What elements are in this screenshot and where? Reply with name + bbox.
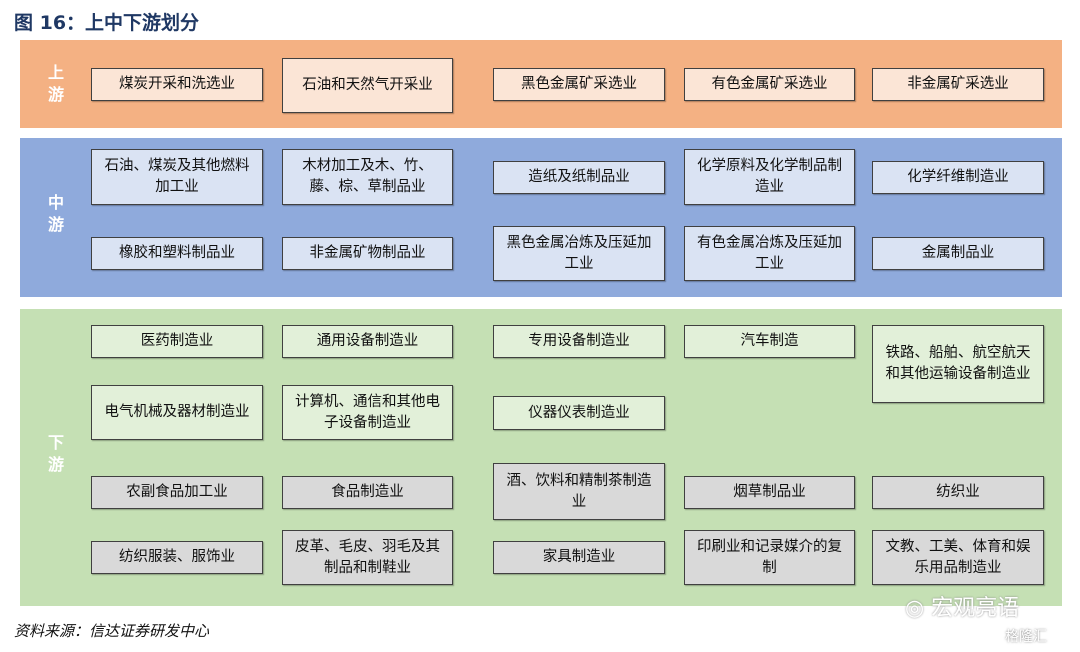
industry-box: 橡胶和塑料制品业 bbox=[91, 237, 263, 270]
industry-box: 通用设备制造业 bbox=[282, 325, 453, 358]
industry-box: 石油和天然气开采业 bbox=[282, 58, 453, 113]
industry-box: 仪器仪表制造业 bbox=[493, 396, 665, 430]
industry-box: 计算机、通信和其他电子设备制造业 bbox=[282, 385, 453, 440]
industry-box: 非金属矿物制品业 bbox=[282, 237, 453, 270]
industry-box: 汽车制造 bbox=[684, 325, 855, 358]
watermark-logo: 格隆汇 bbox=[1005, 629, 1047, 645]
wechat-icon: ◎ bbox=[905, 596, 932, 621]
industry-box: 文教、工美、体育和娱乐用品制造业 bbox=[872, 530, 1044, 585]
industry-box: 金属制品业 bbox=[872, 237, 1044, 270]
industry-box: 煤炭开采和洗选业 bbox=[91, 68, 263, 101]
industry-box: 印刷业和记录媒介的复制 bbox=[684, 530, 855, 585]
industry-box: 化学纤维制造业 bbox=[872, 161, 1044, 194]
industry-box: 家具制造业 bbox=[493, 541, 665, 574]
industry-box: 电气机械及器材制造业 bbox=[91, 385, 263, 440]
midstream-label: 中游 bbox=[47, 193, 64, 234]
industry-box: 化学原料及化学制品制造业 bbox=[684, 149, 855, 205]
industry-box: 食品制造业 bbox=[282, 476, 453, 509]
industry-box: 有色金属矿采选业 bbox=[684, 68, 855, 101]
industry-box: 酒、饮料和精制茶制造业 bbox=[493, 463, 665, 520]
industry-box: 皮革、毛皮、羽毛及其制品和制鞋业 bbox=[282, 530, 453, 585]
industry-box: 石油、煤炭及其他燃料加工业 bbox=[91, 149, 263, 205]
upstream-label: 上游 bbox=[47, 63, 64, 104]
industry-box: 纺织服装、服饰业 bbox=[91, 541, 263, 574]
watermark: ◎ 宏观亮语 bbox=[905, 590, 1019, 622]
industry-box: 黑色金属矿采选业 bbox=[493, 68, 665, 101]
industry-box: 造纸及纸制品业 bbox=[493, 161, 665, 194]
industry-box: 木材加工及木、竹、藤、棕、草制品业 bbox=[282, 149, 453, 205]
industry-box: 黑色金属冶炼及压延加工业 bbox=[493, 226, 665, 281]
industry-box: 专用设备制造业 bbox=[493, 325, 665, 358]
industry-box: 烟草制品业 bbox=[684, 476, 855, 509]
industry-box: 有色金属冶炼及压延加工业 bbox=[684, 226, 855, 281]
industry-box: 医药制造业 bbox=[91, 325, 263, 358]
industry-box: 农副食品加工业 bbox=[91, 476, 263, 509]
downstream-label: 下游 bbox=[47, 433, 64, 474]
industry-box: 铁路、船舶、航空航天和其他运输设备制造业 bbox=[872, 325, 1044, 403]
industry-box: 纺织业 bbox=[872, 476, 1044, 509]
industry-box: 非金属矿采选业 bbox=[872, 68, 1044, 101]
source-note: 资料来源：信达证券研发中心 bbox=[14, 622, 210, 640]
watermark-text: 宏观亮语 bbox=[931, 596, 1020, 621]
figure-title: 图 16：上中下游划分 bbox=[14, 12, 200, 34]
